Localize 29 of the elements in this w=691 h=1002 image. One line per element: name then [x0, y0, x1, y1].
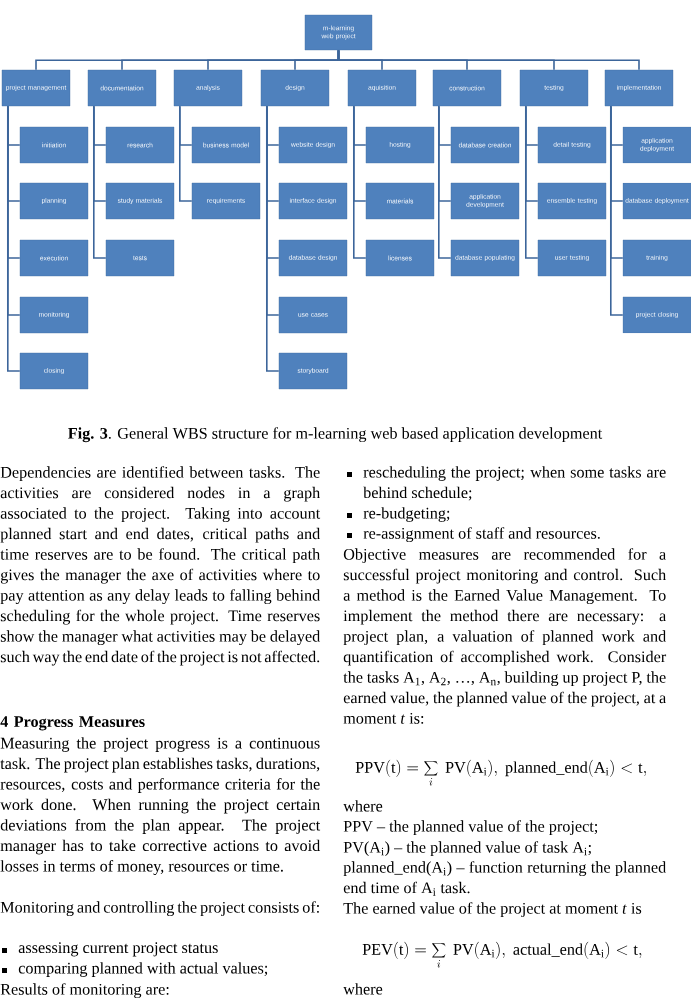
connector-line — [525, 105, 539, 259]
bullet-item: comparing planned with actual values; — [18, 962, 268, 977]
paragraph: Measuring the project progress is a continuous task. The project plan establishes tasks, durations, resources, costs and performance criteria for the work done. When running the project certain deviations from the plan appear. The project manager has to take corrective actions to avoid losses in terms of money, resources or time. — [0, 737, 321, 875]
bullet-item: re-budgeting; — [363, 507, 450, 522]
connector-line — [337, 49, 640, 71]
paragraph: Monitoring and controlling the project consists of: — [0, 901, 319, 917]
connector-line — [438, 105, 452, 259]
section-heading: 4 Progress Measures — [0, 716, 145, 731]
paragraph: The earned value of the project at moment t is — [343, 902, 642, 918]
paragraph: where — [343, 983, 383, 995]
paragraph: Objective measures are recommended for a successful project monitoring and control. Such a method is the Earned Value Management. To implement the method there are necessary: a project plan, a valuation of planned work and quantification of accomplished work. Consider the tasks A$_{1}$, A$_{2}$, …, A$_{n}$, building up project P, the earned value, the planned value of the project, at a moment t is: — [343, 548, 667, 724]
connector-line — [266, 105, 280, 372]
connector-line — [179, 105, 193, 202]
connector-line — [93, 105, 107, 259]
caption: Fig. 3. General WBS structure for m-learning web based application development — [68, 427, 603, 443]
paragraph: Results of monitoring are: — [0, 983, 169, 999]
formula: $\mathrm{PEV(t)} = \sum_{i}\ \mathrm{PV(A_{i}),\ actual\_end(A_{i})}<\mathrm{t},$ — [362, 941, 642, 968]
connector-line — [610, 105, 624, 316]
connector-line — [353, 105, 367, 259]
bullet-item: assessing current project status — [18, 942, 218, 957]
bullet-item: re-assignment of staff and resources. — [363, 527, 600, 543]
paragraph: PV(A$_{i}$) – the planned value of task A$_{i}$; — [343, 841, 591, 857]
paragraph: planned_end(A$_{i}$) – function returning the planned end time of A$_{i}$ task. — [343, 861, 666, 896]
paragraph: where — [343, 800, 383, 812]
paragraph: Dependencies are identified between tasks. The activities are considered nodes in a graph associated to the project. Taking into account planned start and end dates, critical paths and time reserves are to be found. The critical path gives the manager the axe of activities where to pay attention as any delay leads to falling behind scheduling for the whole project. Time reserves show the manager what activities may be delayed such way the end date of the project is not affected. — [0, 466, 321, 666]
paragraph: PPV – the planned value of the project; — [343, 820, 598, 836]
bullet-item: rescheduling the project; when some tasks are behind schedule; — [363, 466, 666, 501]
formula: $\mathrm{PPV(t)} = \sum_{i}\ \mathrm{PV(A_{i}),\ planned\_end(A_{i})}<\mathrm{t},$ — [355, 759, 646, 786]
connector-line — [7, 105, 21, 372]
